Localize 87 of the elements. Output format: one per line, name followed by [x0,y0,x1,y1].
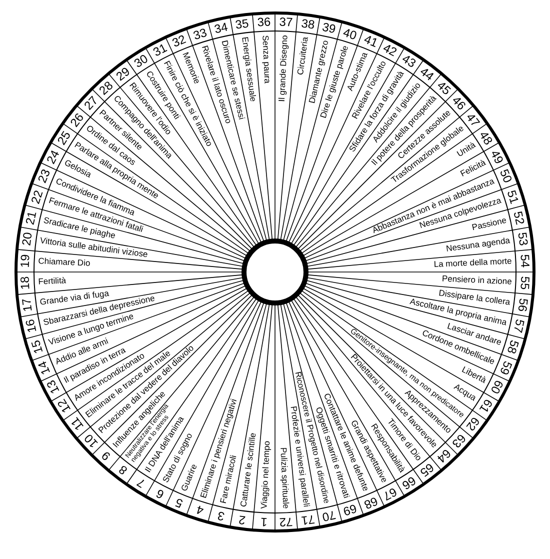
sector-label: Pensiero in azione [442,274,512,287]
sector-label: Fare miracoli [219,454,239,504]
sector-label: Pulizia spirituale [278,447,290,509]
sector-number: 31 [150,42,168,59]
sector-number: 9 [100,450,113,463]
sector-label: Grande via di fuga [39,289,110,308]
sector-number: 34 [213,20,229,36]
sector-number: 14 [36,359,52,376]
sector-number: 68 [362,494,380,512]
sector-number: 21 [24,210,38,226]
sector-number: 8 [116,464,130,478]
sector-number: 65 [418,462,436,480]
sector-number: 18 [18,276,32,290]
sector-number: 58 [506,339,522,356]
sector-number: 33 [192,26,208,42]
sector-label: Viaggio nel tempo [260,440,272,509]
sector-number: 30 [132,52,150,70]
sector-number: 23 [36,168,52,185]
sector-number: 55 [518,276,532,290]
sector-number: 49 [488,148,506,166]
sector-number: 59 [498,359,514,376]
sector-number: 20 [20,232,34,247]
sector-number: 28 [97,78,116,97]
sector-number: 22 [28,188,44,205]
sector-number: 6 [154,486,166,501]
sector-label: La morte della morte [434,257,512,270]
sector-number: 38 [300,17,316,31]
sector-number: 13 [44,378,62,396]
sector-number: 48 [477,128,494,147]
sector-number: 10 [82,432,100,450]
sector-number: 25 [56,128,73,147]
sector-number: 63 [450,432,468,450]
sector-number: 44 [418,64,436,82]
sector-number: 36 [257,16,272,29]
sector-number: 45 [434,78,453,97]
sector-label: Nessuna agenda [446,236,511,254]
sector-number: 11 [68,416,86,433]
sector-number: 47 [464,110,482,129]
sector-number: 37 [278,16,293,29]
sector-label: Energia sessuale [240,36,258,102]
sector-number: 62 [464,415,482,434]
sector-number: 39 [321,20,337,36]
sector-number: 32 [170,32,188,50]
sector-number: 40 [342,26,358,42]
sector-number: 70 [321,508,337,524]
sector-label: Circuiteria [296,36,310,76]
sector-number: 4 [194,504,205,518]
sector-number: 3 [216,509,226,523]
sector-label: Passione [471,216,508,233]
sector-number: 50 [498,168,514,185]
sector-number: 2 [238,513,246,526]
sector-number: 26 [68,110,86,129]
sector-number: 57 [512,318,526,334]
sector-number: 66 [400,474,418,492]
sector-number: 15 [28,339,44,356]
sector-number: 42 [382,42,400,59]
sector-label: Senza paura [260,35,272,84]
sector-number: 67 [382,485,400,502]
sector-number: 12 [56,397,73,416]
sector-number: 41 [362,32,380,50]
sector-number: 69 [342,502,358,518]
sector-label: Fertilità [38,276,66,287]
sector-number: 1 [260,516,268,528]
sector-label: Chiamare Dio [38,257,90,269]
sector-number: 53 [516,232,530,247]
sector-number: 51 [506,188,522,205]
sector-number: 46 [450,94,468,112]
sector-label: Il grande Disegno [278,35,290,102]
sector-number: 43 [400,52,418,70]
sector-number: 64 [434,447,453,466]
sector-number: 60 [488,378,506,396]
sector-label: Catturare le scintille [239,432,258,508]
sector-number: 19 [18,254,32,268]
sector-number: 29 [114,64,132,82]
sector-number: 35 [234,17,250,31]
sector-number: 17 [20,297,34,312]
sector-number: 61 [477,397,494,416]
sector-number: 52 [512,210,526,226]
sector-number: 5 [174,496,185,510]
sector-number: 16 [24,318,38,334]
sector-number: 54 [518,254,532,268]
sector-number: 24 [44,148,62,166]
sector-number: 71 [300,513,316,527]
sector-number: 72 [278,515,293,528]
sector-number: 7 [134,476,147,490]
sector-number: 56 [516,297,530,312]
sector-number: 27 [82,94,100,112]
